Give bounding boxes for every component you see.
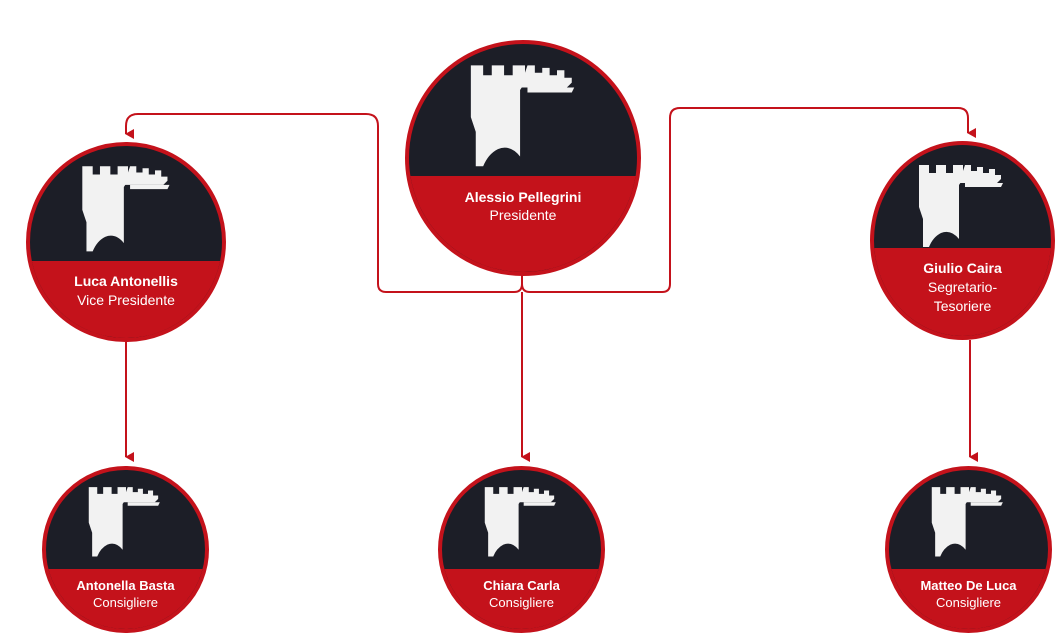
node-vice-president-label: Luca Antonellis Vice Presidente — [30, 261, 222, 338]
node-council-1-name: Antonella Basta — [76, 578, 175, 593]
node-president-name: Alessio Pellegrini — [464, 189, 582, 205]
node-council-2: Chiara Carla Consigliere — [438, 466, 605, 633]
node-secretary-treasurer-name: Giulio Caira — [923, 260, 1002, 276]
node-vice-president-name: Luca Antonellis — [74, 273, 178, 289]
node-council-3-name: Matteo De Luca — [920, 578, 1017, 593]
castle-tower-icon — [484, 487, 556, 557]
castle-tower-icon — [88, 487, 160, 557]
castle-tower-icon — [931, 487, 1003, 557]
node-secretary-treasurer: Giulio Caira Segretario- Tesoriere — [870, 141, 1055, 340]
node-council-1-label: Antonella Basta Consigliere — [46, 569, 205, 629]
node-president: Alessio Pellegrini Presidente — [405, 40, 641, 276]
castle-tower-icon — [919, 165, 1003, 247]
node-council-2-name: Chiara Carla — [483, 578, 560, 593]
node-council-1-role: Consigliere — [92, 595, 159, 610]
node-council-2-role: Consigliere — [488, 595, 555, 610]
node-secretary-treasurer-label: Giulio Caira Segretario- Tesoriere — [874, 248, 1051, 336]
node-council-2-label: Chiara Carla Consigliere — [442, 569, 601, 629]
connector-president-vice — [125, 113, 523, 293]
node-secretary-treasurer-role-line1: Segretario- — [927, 279, 998, 295]
castle-tower-icon — [470, 65, 575, 167]
node-council-3: Matteo De Luca Consigliere — [885, 466, 1052, 633]
connector-president-secretary — [521, 107, 976, 293]
node-vice-president: Luca Antonellis Vice Presidente — [26, 142, 226, 342]
node-council-3-label: Matteo De Luca Consigliere — [889, 569, 1048, 629]
node-council-3-role: Consigliere — [935, 595, 1002, 610]
castle-tower-icon — [82, 166, 170, 252]
node-secretary-treasurer-role-line2: Tesoriere — [933, 298, 992, 314]
node-vice-president-role: Vice Presidente — [77, 292, 175, 308]
node-president-label: Alessio Pellegrini Presidente — [409, 176, 637, 272]
node-council-1: Antonella Basta Consigliere — [42, 466, 209, 633]
node-president-role: Presidente — [489, 207, 557, 223]
